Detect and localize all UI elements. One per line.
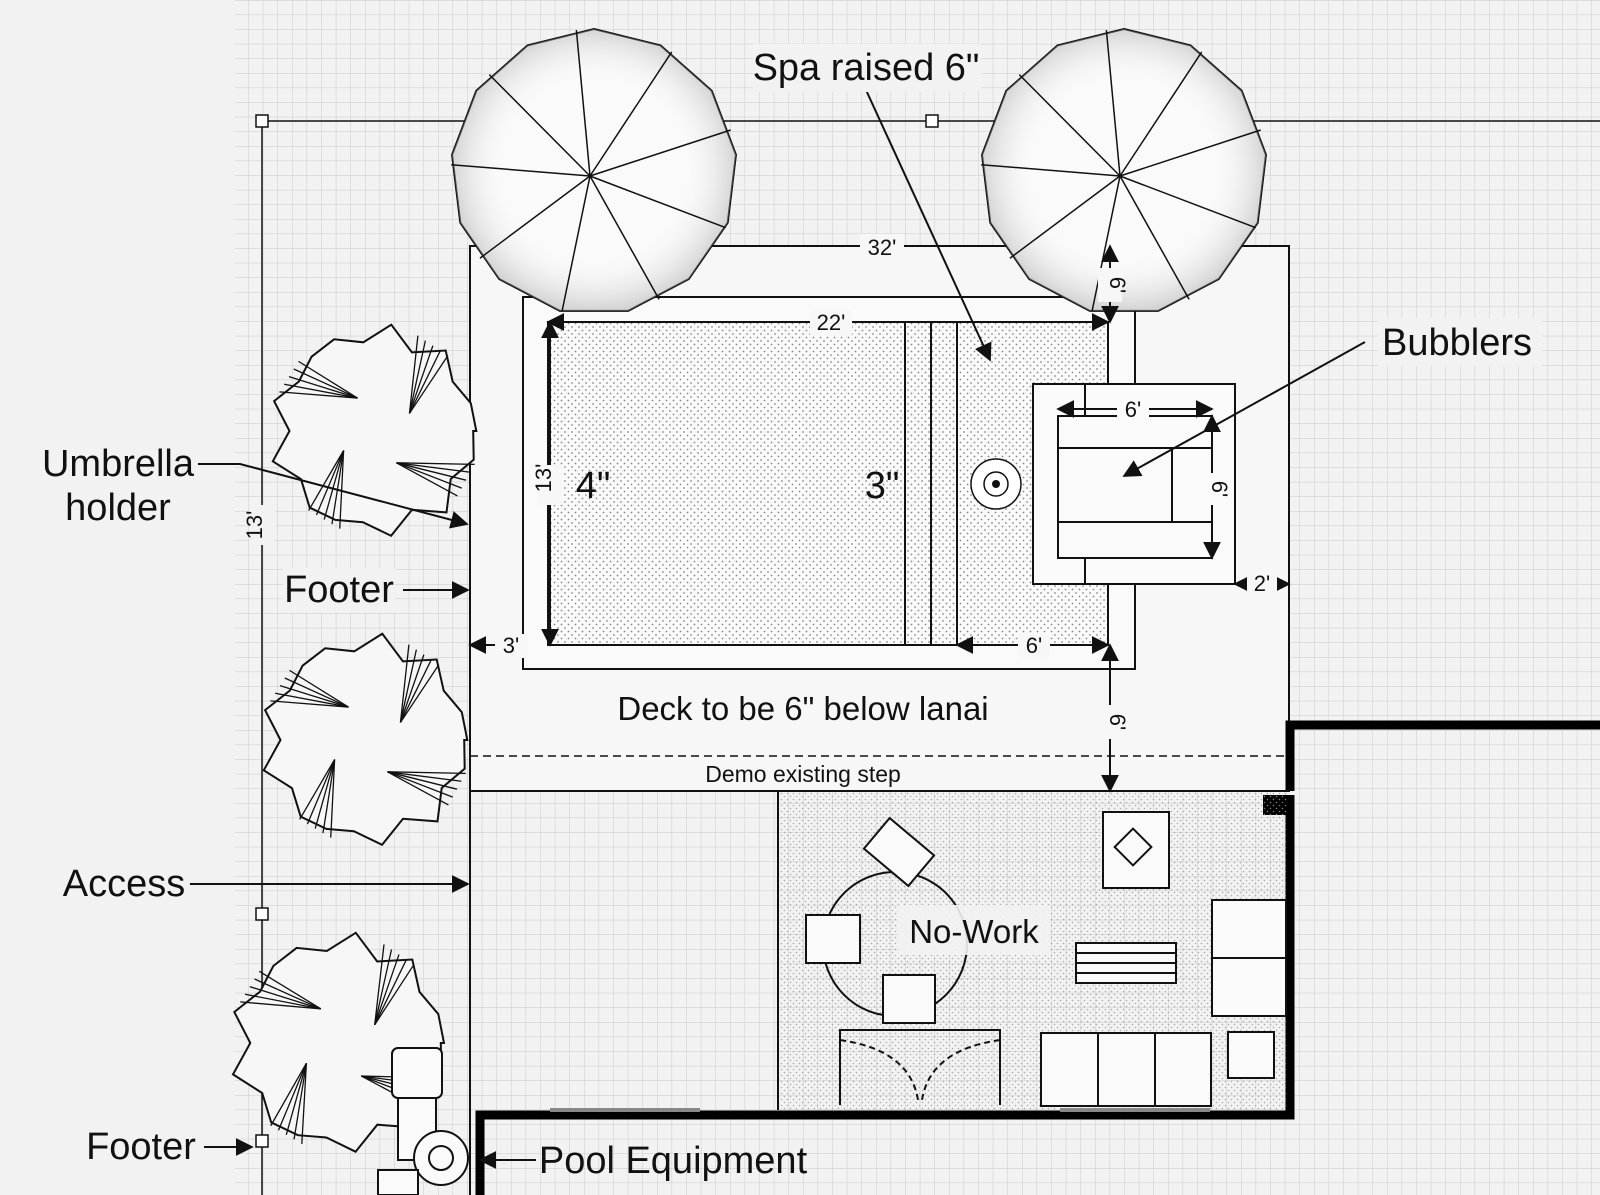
survey-marker <box>255 114 269 128</box>
demo-step-label: Demo existing step <box>705 761 901 787</box>
dim-right-offset: 2' <box>1254 571 1270 596</box>
dim-deck-width: 32' <box>868 235 897 260</box>
depth-deep: 4" <box>576 465 611 507</box>
tree-group <box>451 27 1267 312</box>
pool-equipment-label: Pool Equipment <box>539 1140 808 1182</box>
depth-shallow: 3" <box>865 465 900 507</box>
spa-basin <box>1057 415 1213 559</box>
lanai-furniture <box>805 811 1287 1107</box>
access-label: Access <box>63 863 185 905</box>
bubblers-label: Bubblers <box>1382 322 1532 364</box>
umbrella-holder-label: Umbrella <box>42 443 195 485</box>
pool-equipment-icon <box>377 1047 469 1195</box>
deck-note: Deck to be 6" below lanai <box>617 690 988 727</box>
dim-spa-width: 6' <box>1125 397 1141 422</box>
survey-marker <box>255 907 269 921</box>
pool-water <box>547 321 1109 646</box>
no-work-label: No-Work <box>909 913 1039 950</box>
dim-left-offset: 3' <box>503 633 519 658</box>
tree-canopy-icon <box>451 27 737 312</box>
label-arrows <box>190 89 1366 1169</box>
shrub-icon <box>262 632 469 847</box>
dim-spa-depth: 6' <box>1207 481 1232 497</box>
dim-pool-length: 22' <box>817 310 846 335</box>
dim-top-offset: 6' <box>1105 277 1130 293</box>
footer-label: Footer <box>284 569 394 611</box>
dim-pool-width: 13' <box>531 464 556 493</box>
survey-marker <box>255 1134 269 1148</box>
dim-bottom-offset: 6' <box>1105 714 1130 730</box>
shrub-group <box>231 323 478 1153</box>
tree-canopy-icon <box>981 27 1267 312</box>
spa-raised-label: Spa raised 6" <box>753 47 980 89</box>
shrub-icon <box>271 323 478 538</box>
survey-marker <box>925 114 939 128</box>
dim-step-area: 6' <box>1026 633 1042 658</box>
dim-side-13: 13' <box>242 511 267 540</box>
umbrella-holder-label: holder <box>65 487 171 529</box>
footer-label: Footer <box>86 1126 196 1168</box>
